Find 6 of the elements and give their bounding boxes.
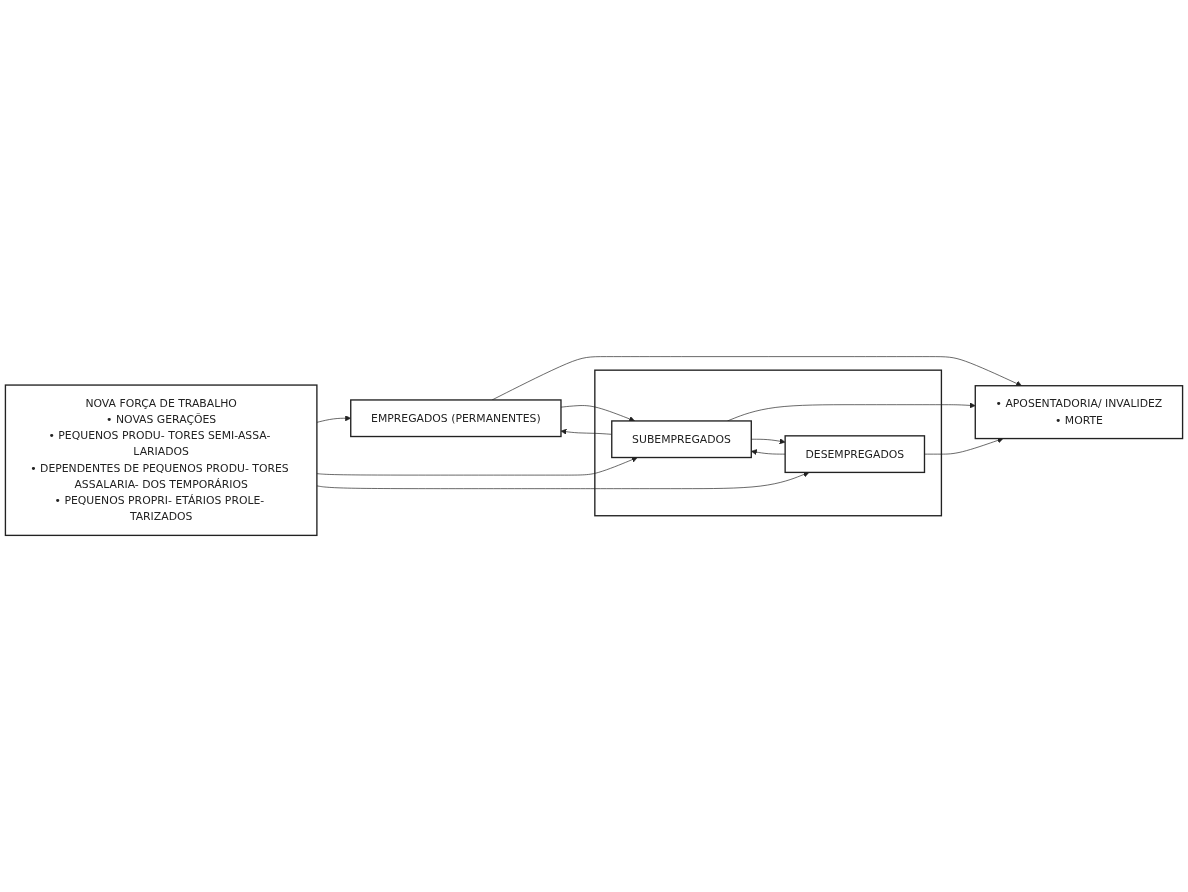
node-box: EMPREGADOS (PERMANENTES) <box>350 399 562 438</box>
node-box: DESEMPREGADOS <box>784 435 926 474</box>
node-box: SUBEMPREGADOS <box>611 420 752 459</box>
node-box: • APOSENTADORIA/ INVALIDEZ • MORTE <box>974 385 1184 440</box>
node-box: NOVA FORÇA DE TRABALHO • NOVAS GERAÇÕES • PEQUENOS PRODU- TORES SEMI-ASSA- LARIADOS • DEPENDENTES DE PEQUENOS PRODU- TORES ASSALARIA- DOS TEMPORÁRIOS • PEQUENOS PROPRI- ETÁRIOS PROLE- TARIZADOS <box>4 384 318 537</box>
cluster <box>594 369 943 517</box>
